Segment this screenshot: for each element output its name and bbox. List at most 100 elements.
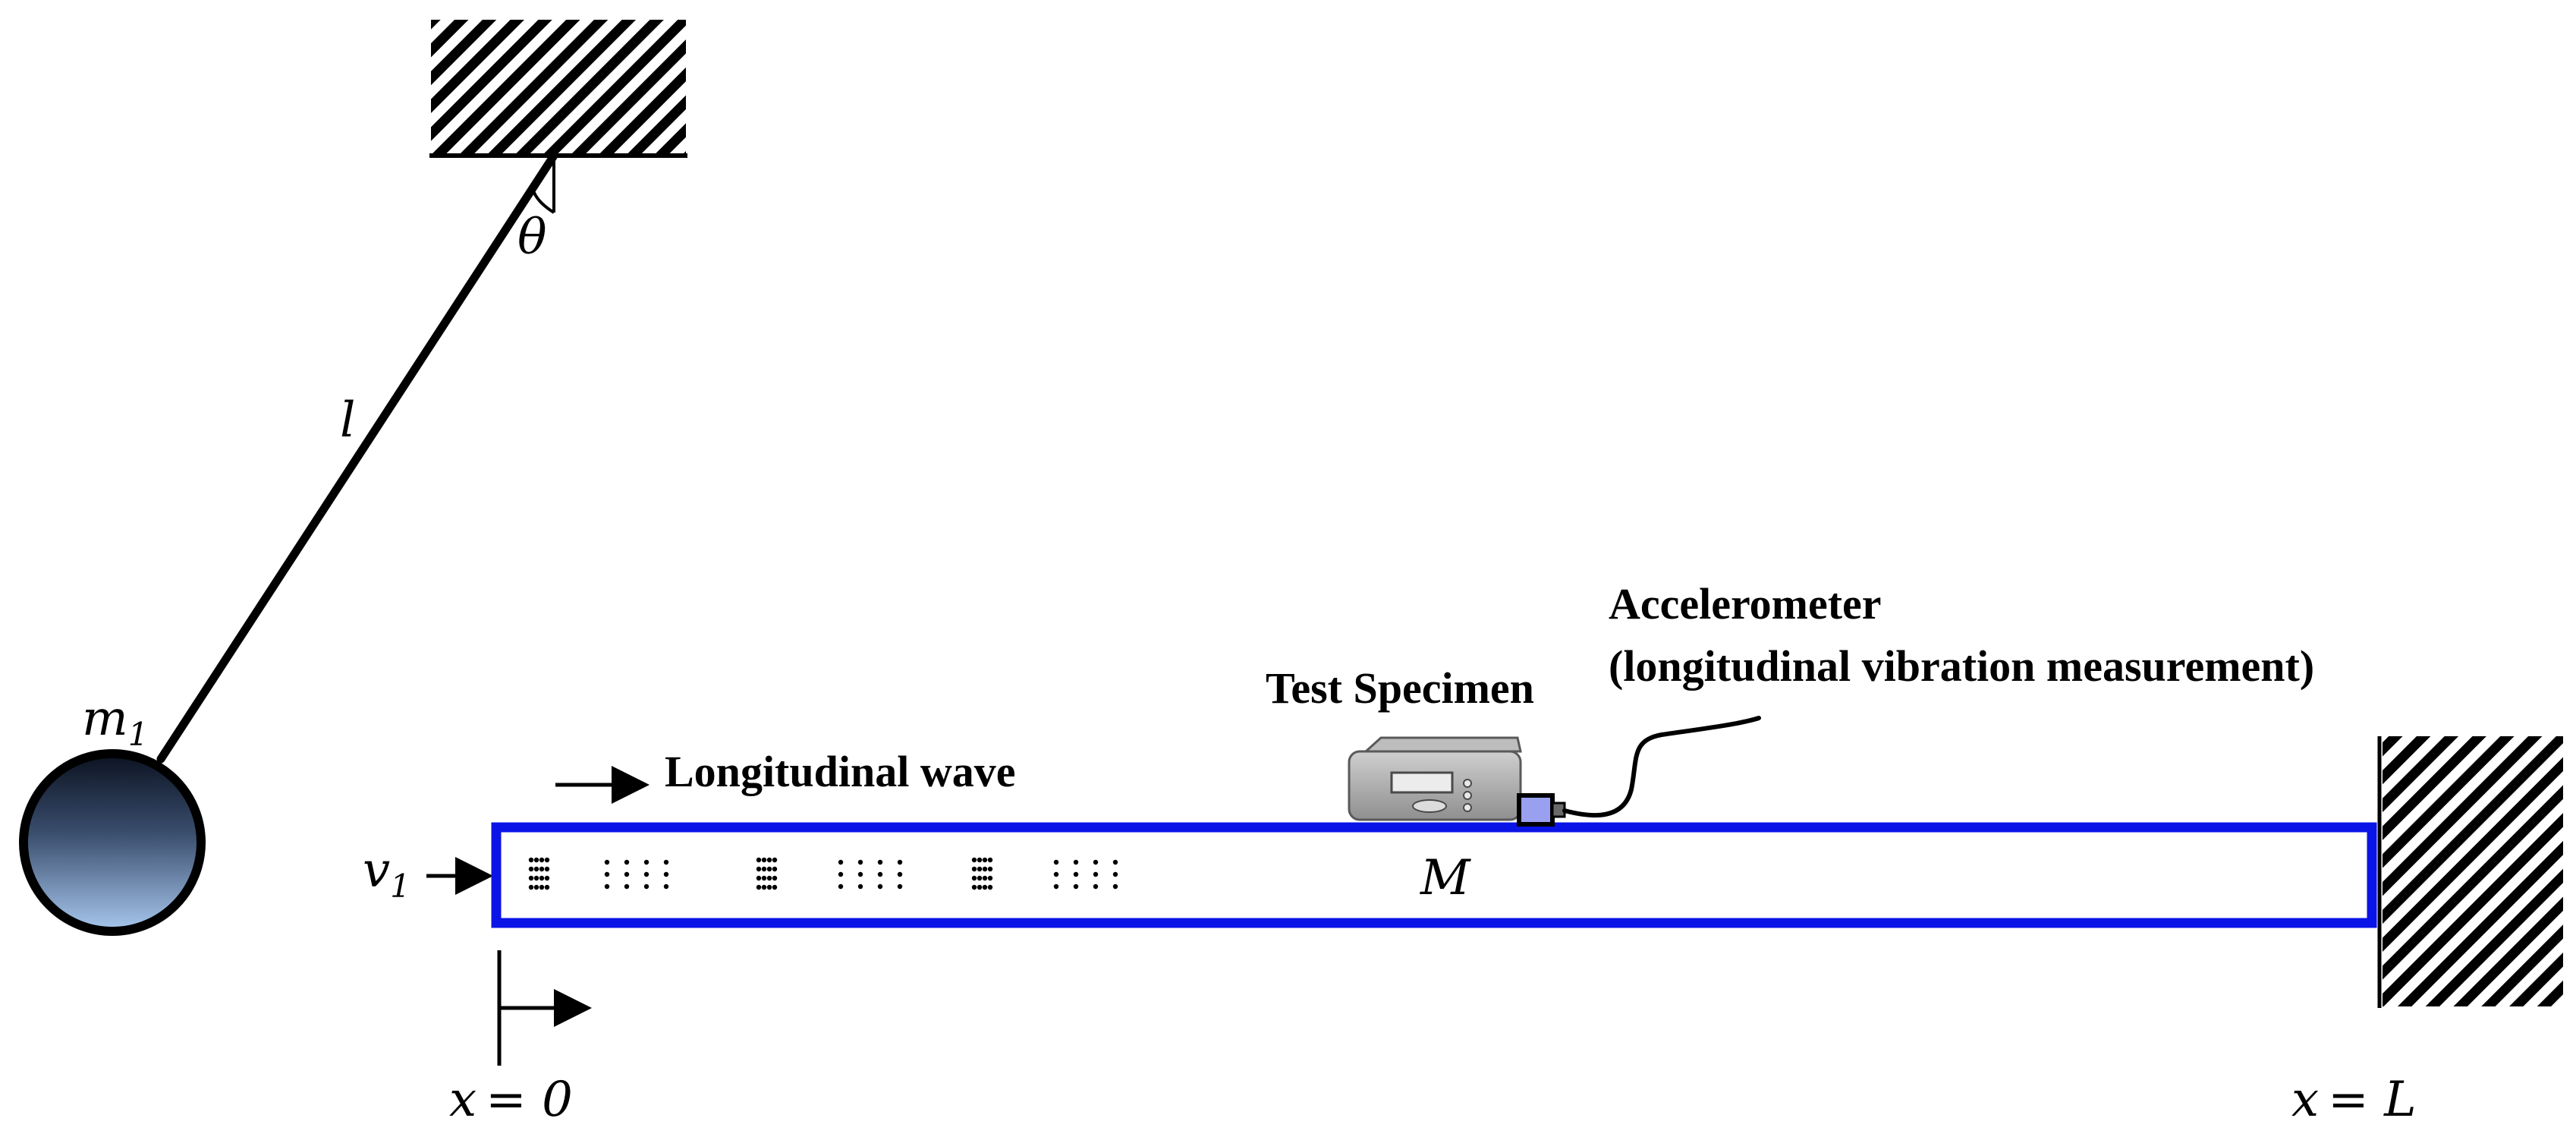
accelerometer-body	[1517, 793, 1555, 827]
wave-dot-74	[1053, 883, 1059, 890]
accelerometer-cable	[1562, 716, 1761, 818]
wave-dot-63	[857, 859, 863, 865]
length-label: l	[340, 392, 355, 449]
wave-dot-5	[533, 866, 539, 872]
wave-dot-58	[663, 871, 669, 877]
wave-dot-21	[761, 866, 767, 872]
wave-dot-0	[528, 857, 534, 863]
wave-dot-79	[1093, 871, 1099, 877]
accelerometer-label-line1: Accelerometer	[1609, 579, 1882, 628]
x-start-label: x= 0	[449, 1072, 573, 1128]
wave-dot-73	[1053, 871, 1059, 877]
mass-label: m1	[82, 691, 148, 753]
wave-dot-75	[1073, 859, 1079, 865]
wave-dot-64	[857, 871, 863, 877]
wave-dot-42	[982, 875, 988, 881]
wave-dot-59	[663, 883, 669, 890]
wave-dot-52	[624, 871, 630, 877]
wave-dot-57	[663, 859, 669, 865]
wave-dot-55	[643, 871, 650, 877]
wave-dot-26	[766, 875, 772, 881]
ball-icon	[19, 749, 206, 936]
accelerometer-icon	[1517, 716, 1761, 827]
wave-dot-11	[539, 884, 545, 890]
wave-dot-69	[897, 859, 903, 865]
wave-dot-14	[544, 875, 550, 881]
device-button-3	[1463, 803, 1472, 812]
wave-dot-9	[539, 866, 545, 872]
wave-dot-62	[838, 883, 844, 890]
wave-dot-39	[977, 884, 983, 890]
wave-dot-65	[857, 883, 863, 890]
wave-dot-28	[772, 857, 778, 863]
angle-arc	[531, 187, 555, 214]
wave-dot-45	[987, 866, 993, 872]
wave-dot-48	[604, 859, 610, 865]
wave-dot-43	[982, 884, 988, 890]
wave-label: Longitudinal wave	[665, 747, 1016, 796]
wave-dot-32	[971, 857, 977, 863]
wave-dot-25	[766, 866, 772, 872]
wave-dot-77	[1073, 883, 1079, 890]
wave-dot-34	[971, 875, 977, 881]
wave-dot-33	[971, 866, 977, 872]
wave-dot-27	[766, 884, 772, 890]
wave-dot-19	[756, 884, 762, 890]
accelerometer-label-line2: (longitudinal vibration measurement)	[1609, 641, 2314, 691]
ceiling-hatch	[431, 20, 686, 153]
wave-dot-47	[987, 884, 993, 890]
wave-dot-44	[987, 857, 993, 863]
wave-dot-40	[982, 857, 988, 863]
wave-dot-72	[1053, 859, 1059, 865]
wave-dot-10	[539, 875, 545, 881]
wave-dot-15	[544, 884, 550, 890]
specimen-label: Test Specimen	[1266, 663, 1534, 713]
device-knob	[1412, 799, 1447, 813]
wave-dot-61	[838, 871, 844, 877]
wave-dot-80	[1093, 883, 1099, 890]
right-wall	[2377, 736, 2563, 1008]
ceiling-support	[429, 20, 687, 158]
device-top	[1363, 736, 1522, 753]
wave-dot-76	[1073, 871, 1079, 877]
wave-dot-46	[987, 875, 993, 881]
wave-dot-23	[761, 884, 767, 890]
wave-dot-3	[528, 884, 534, 890]
beam-specimen	[491, 822, 2377, 928]
wave-dot-36	[977, 857, 983, 863]
wave-dot-18	[756, 875, 762, 881]
wave-dot-37	[977, 866, 983, 872]
angle-marker	[531, 156, 555, 214]
wave-dot-13	[544, 866, 550, 872]
wave-dot-83	[1112, 883, 1118, 890]
wave-dot-49	[604, 871, 610, 877]
wave-dot-53	[624, 883, 630, 890]
wave-dot-50	[604, 883, 610, 890]
wave-dot-81	[1112, 859, 1118, 865]
wave-dot-51	[624, 859, 630, 865]
x-end-label: x= L	[2291, 1072, 2417, 1128]
wave-dot-7	[533, 884, 539, 890]
wave-dot-66	[877, 859, 883, 865]
wave-dot-22	[761, 875, 767, 881]
coordinate-origin	[497, 950, 592, 1066]
wave-dot-2	[528, 875, 534, 881]
device-screen	[1390, 771, 1454, 794]
wave-dot-20	[761, 857, 767, 863]
wave-dot-8	[539, 857, 545, 863]
wave-dot-35	[971, 884, 977, 890]
wave-dot-71	[897, 883, 903, 890]
wave-dot-1	[528, 866, 534, 872]
wave-dot-12	[544, 857, 550, 863]
device-button-1	[1463, 779, 1472, 788]
wave-dot-82	[1112, 871, 1118, 877]
wave-dots	[528, 857, 1118, 890]
wave-dot-29	[772, 866, 778, 872]
wave-dot-30	[772, 875, 778, 881]
velocity-label: v1	[363, 843, 410, 905]
wave-dot-67	[877, 871, 883, 877]
wave-dot-16	[756, 857, 762, 863]
wave-dot-6	[533, 875, 539, 881]
